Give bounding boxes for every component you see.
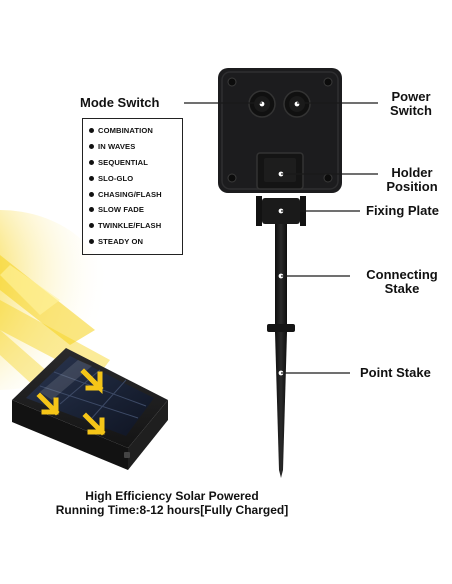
mode-list: COMBINATION IN WAVES SEQUENTIAL SLO-GLO …: [82, 118, 183, 255]
mode-label: SLO-GLO: [98, 173, 134, 183]
mode-item: TWINKLE/FLASH: [89, 218, 182, 234]
mode-label: COMBINATION: [98, 126, 153, 136]
caption-line2: Running Time:8-12 hours[Fully Charged]: [55, 503, 289, 517]
mode-label: IN WAVES: [98, 142, 136, 152]
mode-label: CHASING/FLASH: [98, 189, 162, 199]
bullet-icon: [89, 207, 94, 213]
bullet-icon: [89, 191, 94, 197]
bullet-icon: [89, 223, 94, 229]
power-switch-line2: Switch: [390, 103, 432, 118]
mode-item: STEADY ON: [89, 234, 182, 250]
mode-label: SLOW FADE: [98, 205, 145, 215]
fixing-plate-label: Fixing Plate: [366, 203, 439, 218]
stake: [267, 224, 295, 478]
mode-label: TWINKLE/FLASH: [98, 221, 162, 231]
caption-line1: High Efficiency Solar Powered: [85, 489, 259, 503]
power-switch-line1: Power: [391, 89, 431, 104]
holder-position-line1: Holder: [391, 165, 433, 180]
mode-item: SLOW FADE: [89, 202, 182, 218]
bullet-icon: [89, 159, 94, 165]
mode-item: IN WAVES: [89, 139, 182, 155]
connecting-stake-line2: Stake: [384, 281, 420, 296]
connecting-stake-line1: Connecting: [366, 267, 438, 282]
controller-box: [218, 68, 342, 193]
mode-item: SEQUENTIAL: [89, 155, 182, 171]
sunlight-arrows: [36, 368, 106, 436]
holder-position-label: Holder Position: [380, 166, 444, 194]
mode-item: COMBINATION: [89, 123, 182, 139]
bullet-icon: [89, 175, 94, 181]
mode-label: SEQUENTIAL: [98, 157, 148, 167]
mode-item: CHASING/FLASH: [89, 186, 182, 202]
power-switch-label: Power Switch: [384, 90, 438, 118]
mode-switch-label: Mode Switch: [80, 95, 160, 110]
bullet-icon: [89, 238, 94, 244]
bullet-icon: [89, 128, 94, 134]
bullet-icon: [89, 144, 94, 150]
holder-position-line2: Position: [386, 179, 438, 194]
mode-label: STEADY ON: [98, 236, 144, 246]
connecting-stake-label: Connecting Stake: [360, 268, 444, 296]
point-stake-label: Point Stake: [360, 365, 431, 380]
mode-item: SLO-GLO: [89, 170, 182, 186]
leader-lines: [184, 102, 378, 374]
